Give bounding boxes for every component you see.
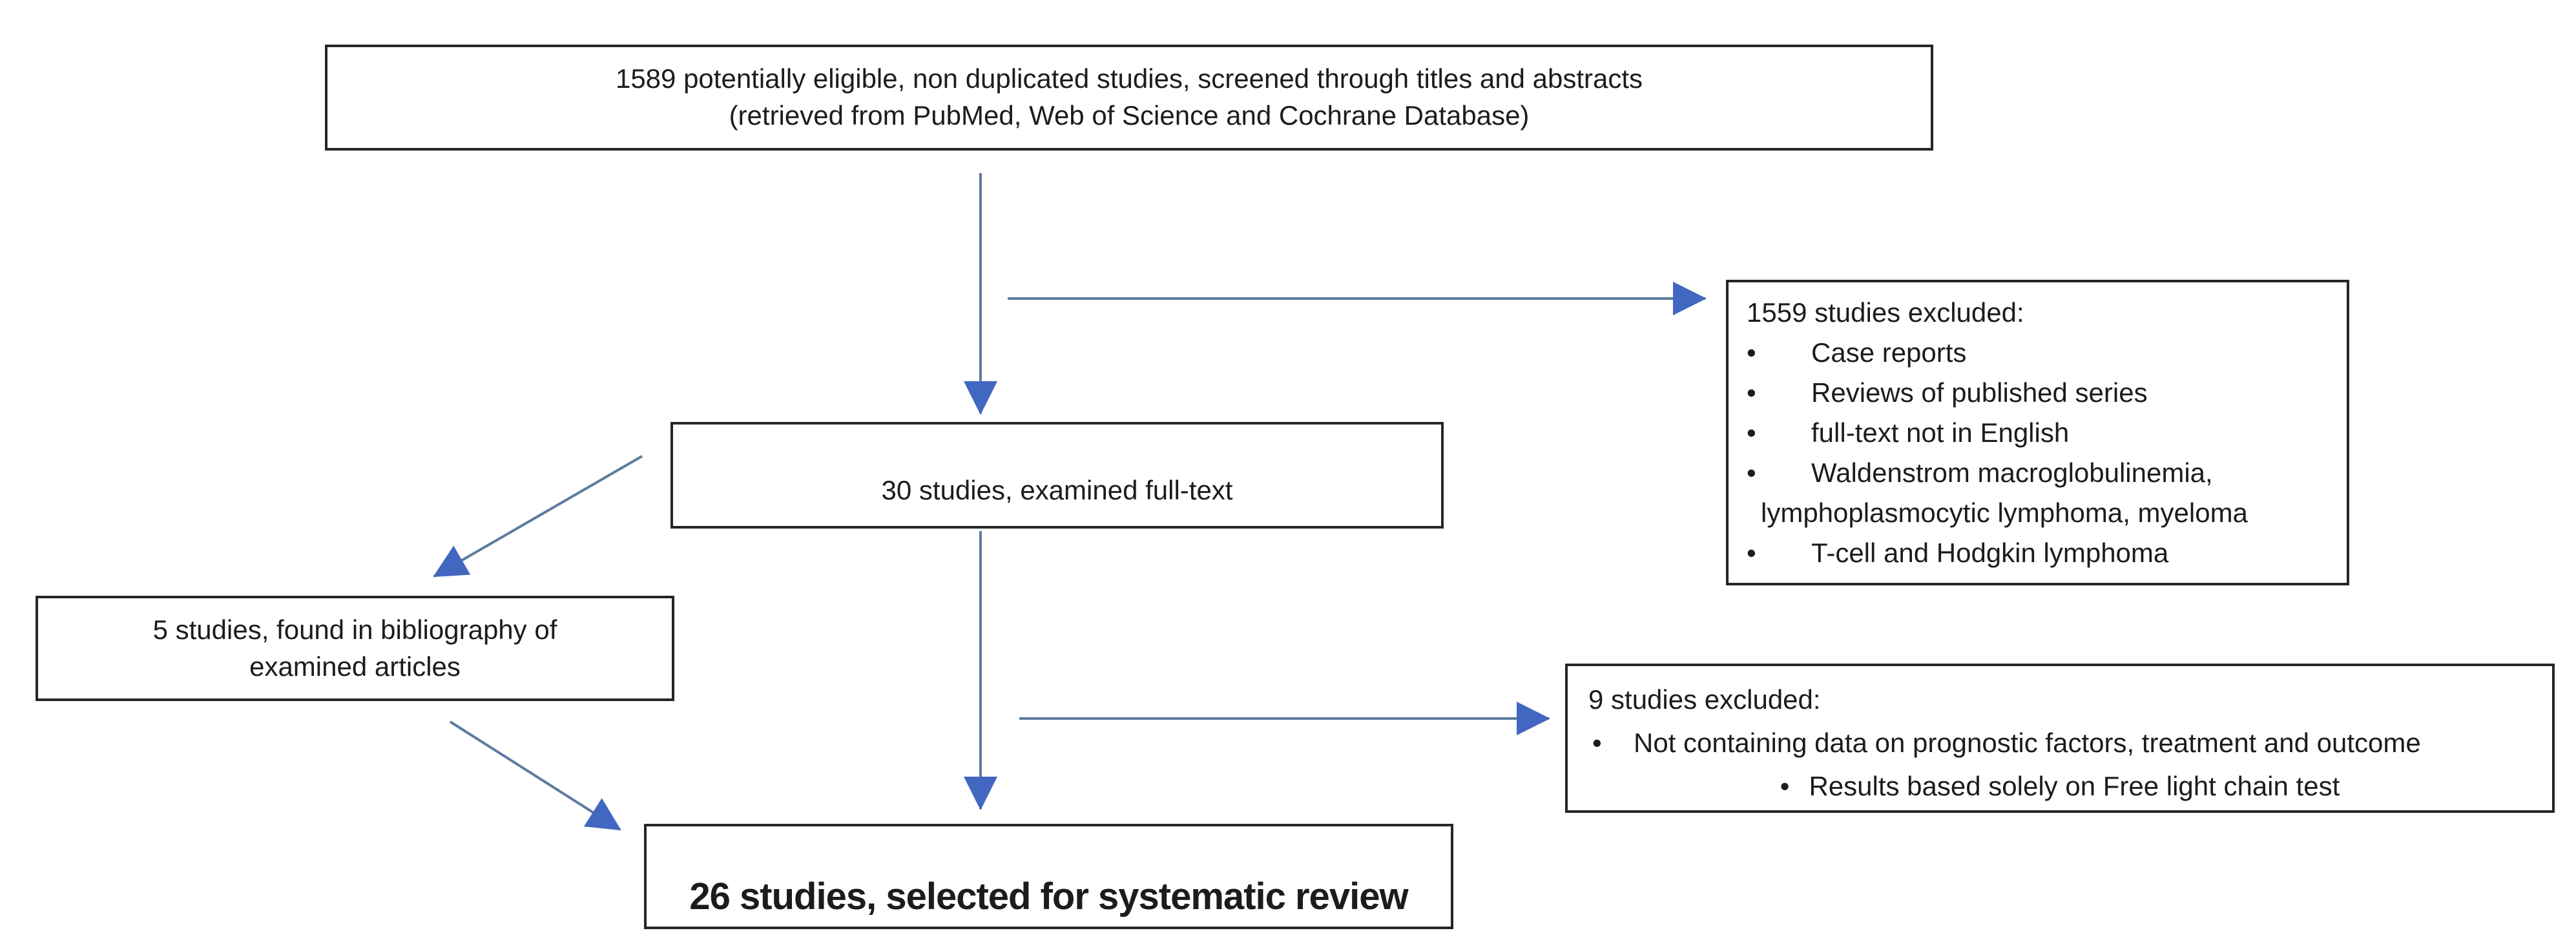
bullet-icon: •: [1592, 728, 1602, 758]
bullet-icon: •: [1747, 457, 1756, 488]
screened-line2: (retrieved from PubMed, Web of Science a…: [729, 100, 1530, 131]
box-bibliography-found: 5 studies, found in bibliography of exam…: [36, 596, 674, 701]
excluded-1559-bullet-row: • Waldenstrom macroglobulinemia,: [1747, 453, 2329, 493]
bullet-icon: •: [1747, 538, 1756, 568]
excluded-1559-bullet-row: • full-text not in English: [1747, 413, 2329, 453]
excluded-1559-bullet: full-text not in English: [1811, 417, 2070, 448]
bibliography-line1: 5 studies, found in bibliography of: [152, 614, 557, 645]
bullet-icon: •: [1747, 417, 1756, 448]
excluded-9-bullet-row: • Results based solely on Free light cha…: [1583, 764, 2537, 808]
excluded-1559-bullet: T-cell and Hodgkin lymphoma: [1811, 538, 2169, 568]
excluded-9-bullet-row: • Not containing data on prognostic fact…: [1583, 721, 2537, 764]
screened-line1: 1589 potentially eligible, non duplicate…: [615, 63, 1643, 94]
box-excluded-9: 9 studies excluded: • Not containing dat…: [1565, 664, 2555, 813]
bullet-icon: •: [1747, 377, 1756, 408]
box-screened-studies: 1589 potentially eligible, non duplicate…: [325, 45, 1933, 151]
excluded-9-bullet: Results based solely on Free light chain…: [1809, 771, 2340, 801]
excluded-9-bullet: Not containing data on prognostic factor…: [1634, 728, 2421, 758]
arrow-fulltext-to-bibliography: [433, 455, 643, 578]
excluded-1559-bullet: Reviews of published series: [1811, 377, 2148, 408]
excluded-1559-bullet: Waldenstrom macroglobulinemia,: [1811, 457, 2213, 488]
box-excluded-1559: 1559 studies excluded: • Case reports • …: [1726, 280, 2349, 585]
box-fulltext-examined: 30 studies, examined full-text: [670, 422, 1444, 529]
excluded-1559-bullet: Case reports: [1811, 337, 1967, 368]
arrow-bibliography-to-selected: [449, 720, 621, 831]
excluded-1559-bullet-row: • Reviews of published series: [1747, 373, 2329, 413]
excluded-9-title: 9 studies excluded:: [1588, 684, 1821, 715]
box-selected-for-review: 26 studies, selected for systematic revi…: [644, 824, 1453, 929]
excluded-1559-bullet-row: • T-cell and Hodgkin lymphoma: [1747, 533, 2329, 573]
bullet-icon: •: [1780, 771, 1790, 801]
selected-text: 26 studies, selected for systematic revi…: [689, 876, 1408, 918]
excluded-1559-bullet-continuation: lymphoplasmocytic lymphoma, myeloma: [1761, 498, 2248, 528]
excluded-1559-title: 1559 studies excluded:: [1747, 297, 2024, 328]
excluded-1559-bullet-row: • Case reports: [1747, 333, 2329, 373]
bibliography-line2: examined articles: [249, 651, 461, 682]
bullet-icon: •: [1747, 337, 1756, 368]
fulltext-text: 30 studies, examined full-text: [881, 475, 1233, 506]
